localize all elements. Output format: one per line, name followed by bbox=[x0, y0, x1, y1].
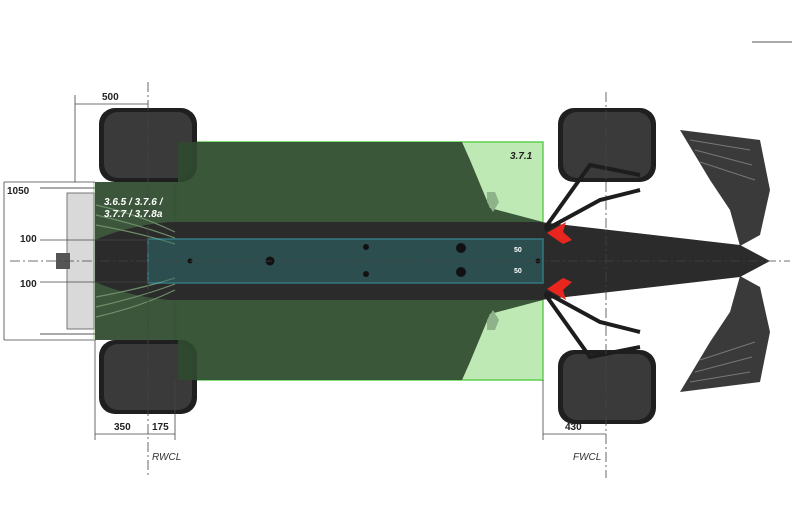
point-label-lower: 50 bbox=[514, 268, 522, 275]
front-wing bbox=[680, 130, 770, 392]
red-arrows bbox=[547, 222, 572, 300]
dim-100-lower-label: 100 bbox=[20, 279, 37, 290]
dim-100-upper-label: 100 bbox=[20, 234, 37, 245]
diffuser-channels bbox=[95, 204, 176, 318]
rear-zone-label-line2: 3.7.7 / 3.7.8a bbox=[104, 209, 163, 220]
dim-1050-label: 1050 bbox=[7, 186, 30, 197]
fwcl-label: FWCL bbox=[573, 452, 601, 463]
dimension-lines bbox=[3, 95, 606, 440]
dim-430-label: 430 bbox=[565, 422, 582, 433]
point-label-upper: 50 bbox=[514, 247, 522, 254]
rear-zone-label-line1: 3.6.5 / 3.7.6 / bbox=[104, 197, 164, 208]
front-tyres bbox=[558, 108, 656, 424]
bargeboard-parts bbox=[487, 192, 499, 330]
rwcl-label: RWCL bbox=[152, 452, 181, 463]
dim-175-label: 175 bbox=[152, 422, 169, 433]
dim-350-label: 350 bbox=[114, 422, 131, 433]
dim-500-label: 500 bbox=[102, 92, 119, 103]
floor-zone-label: 3.7.1 bbox=[510, 151, 533, 162]
front-suspension bbox=[543, 162, 641, 360]
